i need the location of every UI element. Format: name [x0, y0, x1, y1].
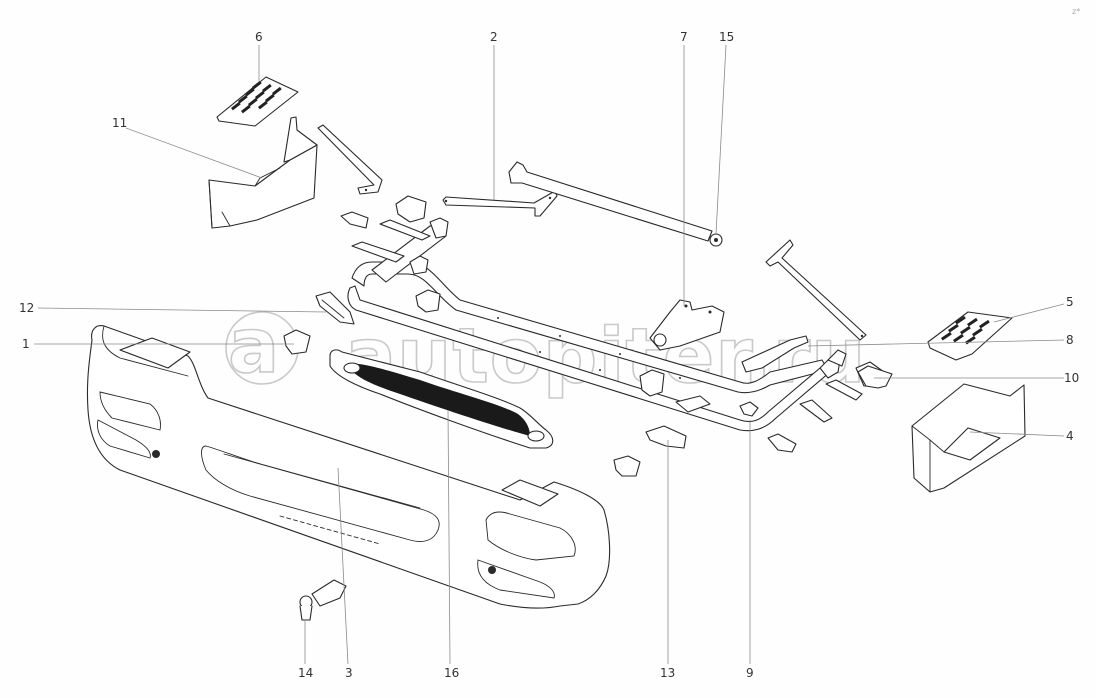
callout-2: 2: [490, 30, 498, 44]
part-9-bumper-frame: [347, 217, 847, 432]
callout-labels: 6 11 2 7 15 12 1 5 8 10 4 14 3 16 13 9: [19, 30, 1079, 680]
part-15-tie-rod: [508, 161, 723, 247]
callout-11: 11: [112, 116, 127, 130]
callout-4: 4: [1066, 429, 1074, 443]
part-8-support-arm: [741, 335, 809, 373]
callout-1: 1: [22, 337, 30, 351]
callout-7: 7: [680, 30, 688, 44]
part-12-trim-bracket: [315, 291, 355, 325]
callout-14: 14: [298, 666, 313, 680]
part-5-step-plate: [927, 311, 1013, 361]
callout-10: 10: [1064, 371, 1079, 385]
part-13-brackets: [613, 425, 687, 477]
callout-9: 9: [746, 666, 754, 680]
callout-12: 12: [19, 301, 34, 315]
bracket-strut-left: [317, 124, 383, 195]
callout-3: 3: [345, 666, 353, 680]
callout-8: 8: [1066, 333, 1074, 347]
diagonal-strut-right: [765, 239, 867, 341]
part-14-tow-eye: [299, 579, 347, 621]
part-4-step-box: [911, 383, 1026, 493]
corner-mark: z*: [1072, 7, 1080, 16]
part-6-step-plate: [216, 76, 299, 127]
callout-16: 16: [444, 666, 459, 680]
svg-text:a: a: [228, 301, 280, 390]
part-11-step-box: [208, 116, 318, 229]
leader-lines: [34, 44, 1065, 665]
callout-15: 15: [719, 30, 734, 44]
part-7-pivot-bracket: [649, 299, 725, 351]
callout-13: 13: [660, 666, 675, 680]
part-1-bracket: [283, 329, 311, 355]
callout-6: 6: [255, 30, 263, 44]
part-2-stay-bar: [442, 190, 558, 217]
callout-5: 5: [1066, 295, 1074, 309]
part-16-grille-mesh: [329, 349, 554, 449]
part-3-bumper: [86, 325, 611, 609]
part-10-bracket: [857, 365, 893, 389]
